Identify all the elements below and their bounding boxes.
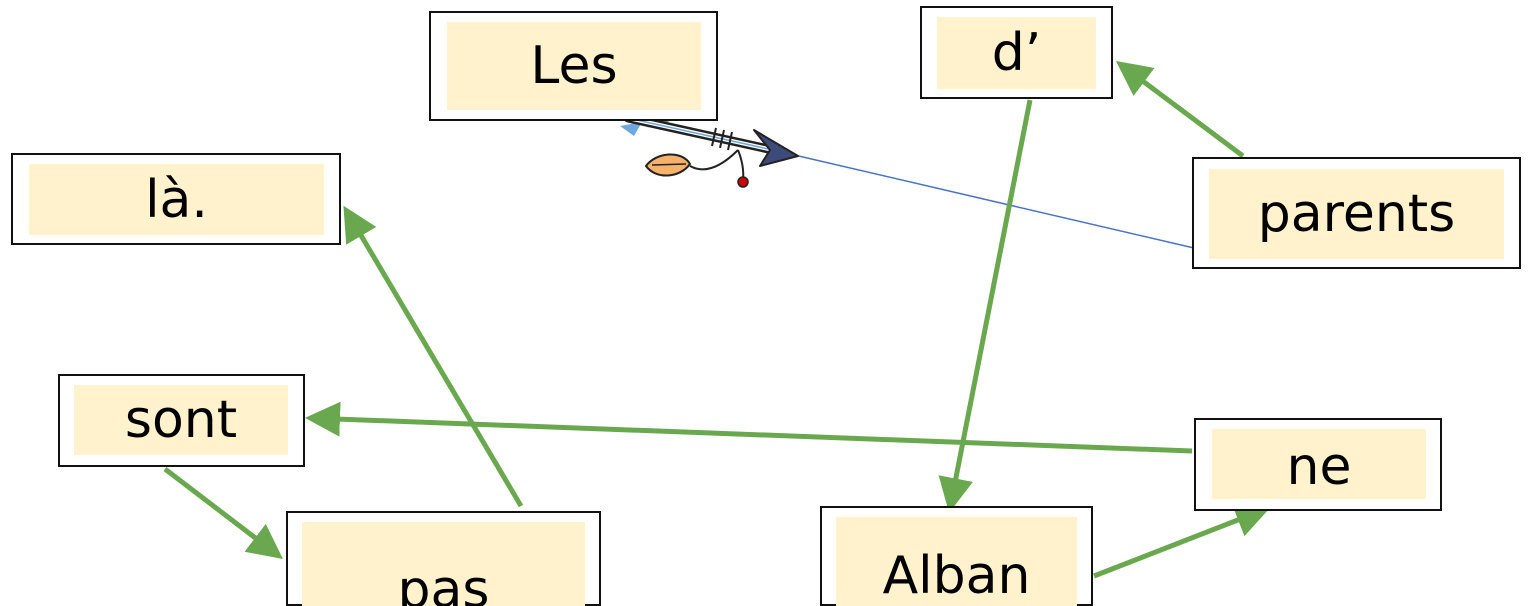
word-box-sont[interactable]: sont — [58, 374, 305, 467]
word-ne: ne — [1286, 437, 1352, 497]
word-box-alban[interactable]: Alban — [820, 506, 1093, 606]
arrow-sont-to-pas — [163, 467, 283, 560]
word-box-la[interactable]: là. — [11, 153, 341, 245]
word-box-parents[interactable]: parents — [1192, 157, 1521, 269]
arrow-pas-to-la — [343, 205, 524, 508]
word-box-les[interactable]: Les — [429, 11, 718, 121]
word-d: d’ — [991, 23, 1042, 83]
arrow-alban-to-ne — [1093, 503, 1271, 579]
word-les: Les — [530, 36, 618, 96]
word-alban: Alban — [882, 546, 1031, 606]
word-la: là. — [145, 169, 208, 230]
arrow-icon — [620, 102, 799, 188]
word-box-pas[interactable]: pas — [286, 511, 601, 606]
word-box-ne[interactable]: ne — [1194, 418, 1442, 511]
connector-les-parents — [789, 153, 1195, 249]
word-sont: sont — [124, 390, 238, 450]
word-box-d[interactable]: d’ — [920, 6, 1113, 99]
arrow-ne-to-sont — [305, 401, 1193, 454]
arrow-parents-to-d — [1115, 61, 1245, 159]
word-parents: parents — [1257, 184, 1456, 244]
word-pas: pas — [397, 560, 490, 606]
